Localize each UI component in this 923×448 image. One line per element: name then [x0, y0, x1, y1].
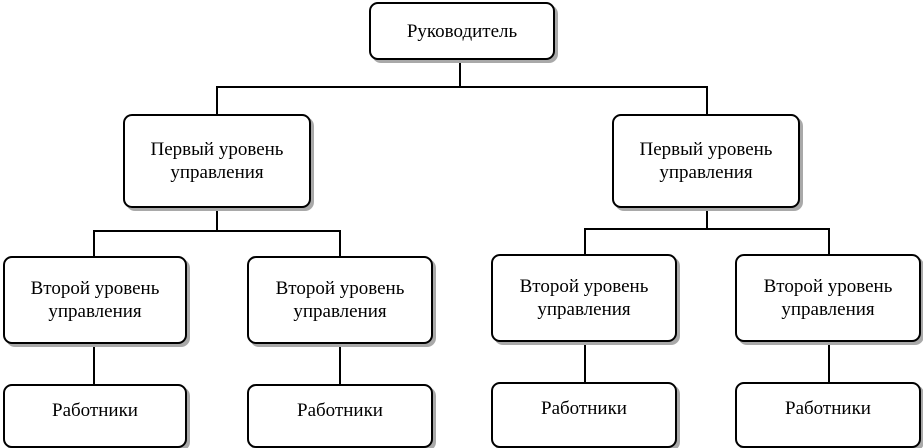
workers-node-label: Работники [52, 400, 138, 421]
connector [828, 340, 830, 384]
connector [584, 340, 586, 384]
second-level-node-label: Второй уровень управления [763, 276, 893, 320]
connector [93, 230, 341, 232]
root-node: Руководитель [369, 2, 555, 60]
second-level-node-label: Второй уровень управления [275, 278, 405, 322]
second-level-node-3: Второй уровень управления [491, 254, 677, 342]
first-level-node-label: Первый уровень управления [639, 139, 773, 183]
workers-node-label: Работники [541, 398, 627, 419]
first-level-node-label: Первый уровень управления [150, 139, 284, 183]
connector [459, 58, 461, 88]
workers-node-label: Работники [785, 398, 871, 419]
second-level-node-4: Второй уровень управления [735, 254, 921, 342]
workers-node-label: Работники [297, 400, 383, 421]
second-level-node-label: Второй уровень управления [30, 278, 160, 322]
connector [216, 86, 708, 88]
connector [706, 86, 708, 116]
workers-node-2: Работники [247, 384, 433, 448]
first-level-node-right: Первый уровень управления [612, 114, 800, 208]
second-level-node-1: Второй уровень управления [3, 256, 187, 344]
workers-node-1: Работники [3, 384, 187, 448]
second-level-node-label: Второй уровень управления [519, 276, 649, 320]
second-level-node-2: Второй уровень управления [247, 256, 433, 344]
root-node-label: Руководитель [406, 20, 518, 42]
connector [216, 206, 218, 232]
first-level-node-left: Первый уровень управления [123, 114, 311, 208]
connector [216, 86, 218, 116]
connector [706, 206, 708, 230]
workers-node-4: Работники [735, 382, 921, 448]
connector [339, 342, 341, 386]
connector [584, 228, 830, 230]
connector [584, 228, 586, 256]
connector [93, 342, 95, 386]
workers-node-3: Работники [491, 382, 677, 448]
connector [828, 228, 830, 256]
connector [93, 230, 95, 258]
connector [339, 230, 341, 258]
